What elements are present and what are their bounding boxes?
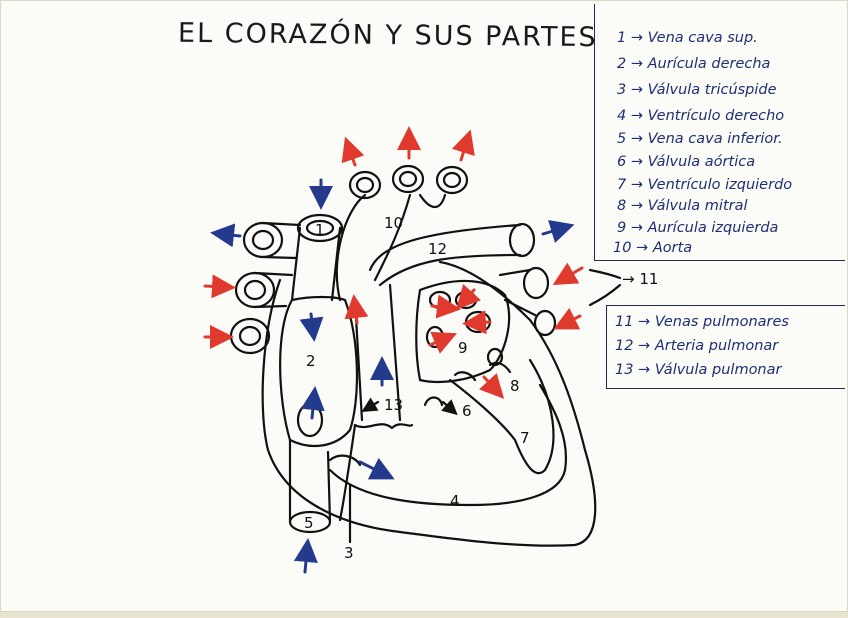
tricuspid-valve	[328, 454, 362, 467]
part-number-6: 6	[462, 402, 472, 420]
legend-item: 8 → Válvula mitral	[617, 198, 748, 214]
mitral-valve	[453, 361, 512, 382]
legend-item: 10 → Aorta	[613, 240, 693, 256]
legend-item: 6 → Válvula aórtica	[617, 154, 756, 170]
part-number-9: 9	[458, 339, 468, 357]
vessel-opening-right-top	[522, 266, 550, 300]
right-atrium	[279, 295, 359, 447]
ventricle-wall-right	[328, 383, 568, 507]
pointer-6	[441, 399, 458, 416]
aortic-valve	[423, 396, 444, 407]
part-number-4: 4	[450, 492, 460, 510]
vessel-opening-right-low	[533, 309, 557, 337]
red-arrow	[553, 307, 582, 330]
legend-item: 12 → Arteria pulmonar	[615, 338, 779, 354]
legend-item: 9 → Aurícula izquierda	[617, 220, 779, 236]
aorta	[335, 193, 447, 302]
red-arrow	[203, 274, 236, 299]
vessel-opening-left-top	[242, 221, 284, 259]
blue-arrow	[300, 386, 325, 420]
part-number-2: 2	[306, 352, 316, 370]
pulmonary-artery-opening	[508, 222, 536, 258]
vessel-opening-left-mid	[234, 271, 276, 309]
pointer-11-low	[588, 283, 622, 307]
red-arrow	[430, 294, 461, 319]
legend-item: 1 → Vena cava sup.	[617, 30, 758, 46]
red-arrow	[479, 373, 505, 399]
blue-arrow	[541, 219, 575, 243]
legend-parts-11-13: 11 → Venas pulmonares 12 → Arteria pulmo…	[606, 305, 845, 389]
red-arrow	[462, 310, 492, 335]
pointer-11-top	[588, 268, 622, 280]
part-number-12: 12	[428, 240, 447, 258]
left-atrium	[415, 279, 511, 384]
red-arrow	[552, 262, 584, 286]
red-arrow	[428, 331, 457, 354]
legend-item: 2 → Aurícula derecha	[617, 56, 771, 72]
blue-arrow	[358, 457, 395, 480]
aorta-branch-2	[391, 164, 425, 194]
vessel-opening-1	[296, 213, 344, 243]
part-number-10: 10	[384, 214, 403, 232]
inferior-vena-cava	[288, 438, 332, 524]
red-arrow	[341, 136, 365, 167]
aorta-branch-1	[348, 170, 382, 200]
red-arrow	[455, 284, 481, 310]
septum	[338, 423, 357, 522]
legend-parts-1-10: 1 → Vena cava sup. 2 → Aurícula derecha …	[594, 4, 845, 261]
legend-item: 11 → Venas pulmonares	[615, 314, 789, 330]
part-number-13: 13	[384, 396, 403, 414]
vessel-opening-left-low	[229, 317, 271, 355]
legend-item: 4 → Ventrículo derecho	[617, 108, 785, 124]
blue-arrow	[299, 312, 324, 342]
pointer-label-11: → 11	[622, 270, 658, 288]
part-number-1: 1	[315, 221, 325, 239]
part-number-3: 3	[344, 544, 354, 562]
aorta-branch-3	[435, 165, 469, 195]
legend-item: 13 → Válvula pulmonar	[615, 362, 782, 378]
red-arrow	[344, 294, 369, 325]
pulmonary-artery	[368, 223, 522, 287]
blue-arrow	[293, 538, 318, 574]
part-number-7: 7	[520, 429, 530, 447]
left-ventricle-inner	[448, 358, 555, 475]
red-arrow	[451, 129, 475, 162]
legend-item: 3 → Válvula tricúspide	[617, 82, 777, 98]
blue-arrow	[210, 223, 242, 248]
part-number-8: 8	[510, 377, 520, 395]
part-number-5: 5	[304, 514, 314, 532]
legend-item: 5 → Vena cava inferior.	[617, 131, 783, 147]
legend-item: 7 → Ventrículo izquierdo	[617, 177, 793, 193]
pointer-13	[361, 397, 380, 412]
vessel-opening-5	[288, 510, 332, 534]
